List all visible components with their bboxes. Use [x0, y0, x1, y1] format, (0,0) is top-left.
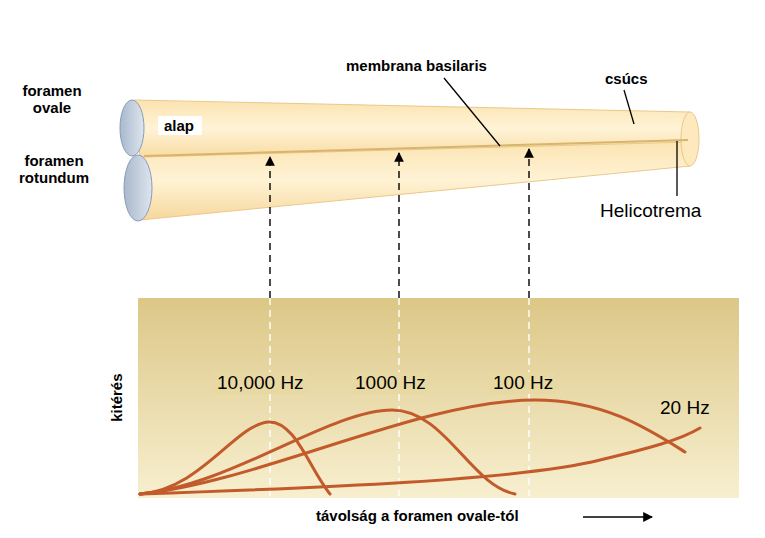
curve-20hz	[140, 428, 700, 494]
round-window	[124, 155, 152, 221]
dashed-arrow	[269, 157, 270, 298]
dashed-guide	[269, 298, 270, 496]
leader-line	[624, 90, 634, 124]
oval-window	[120, 100, 144, 156]
curve-1000hz	[140, 410, 515, 494]
window-label: foramen ovale	[12, 82, 92, 117]
leader-line	[676, 141, 677, 196]
frequency-label: 20 Hz	[660, 397, 710, 419]
dashed-guide	[528, 298, 529, 496]
dashed-arrow	[398, 153, 399, 298]
curve-10000hz	[140, 422, 330, 494]
part-label: membrana basilaris	[346, 57, 487, 74]
axis-label: távolság a foramen ovale-tól	[316, 507, 519, 524]
region-label: alap	[158, 116, 202, 135]
dashed-arrow	[528, 149, 529, 298]
frequency-label: 10,000 Hz	[214, 372, 307, 394]
curve-100hz	[140, 400, 685, 494]
region-label: csúcs	[605, 70, 648, 87]
window-label: foramen rotundum	[6, 152, 102, 187]
axis-label: kitérés	[107, 374, 124, 422]
leader-line	[444, 78, 500, 146]
frequency-label: 100 Hz	[490, 372, 556, 394]
dashed-guide	[398, 298, 399, 496]
frequency-label: 1000 Hz	[352, 372, 429, 394]
apex-end	[681, 112, 699, 166]
scala-vestibuli	[134, 100, 690, 157]
axis-arrow	[583, 516, 652, 517]
basilar-membrane	[144, 140, 688, 156]
chart-panel	[138, 298, 739, 498]
part-label: Helicotrema	[600, 200, 701, 222]
